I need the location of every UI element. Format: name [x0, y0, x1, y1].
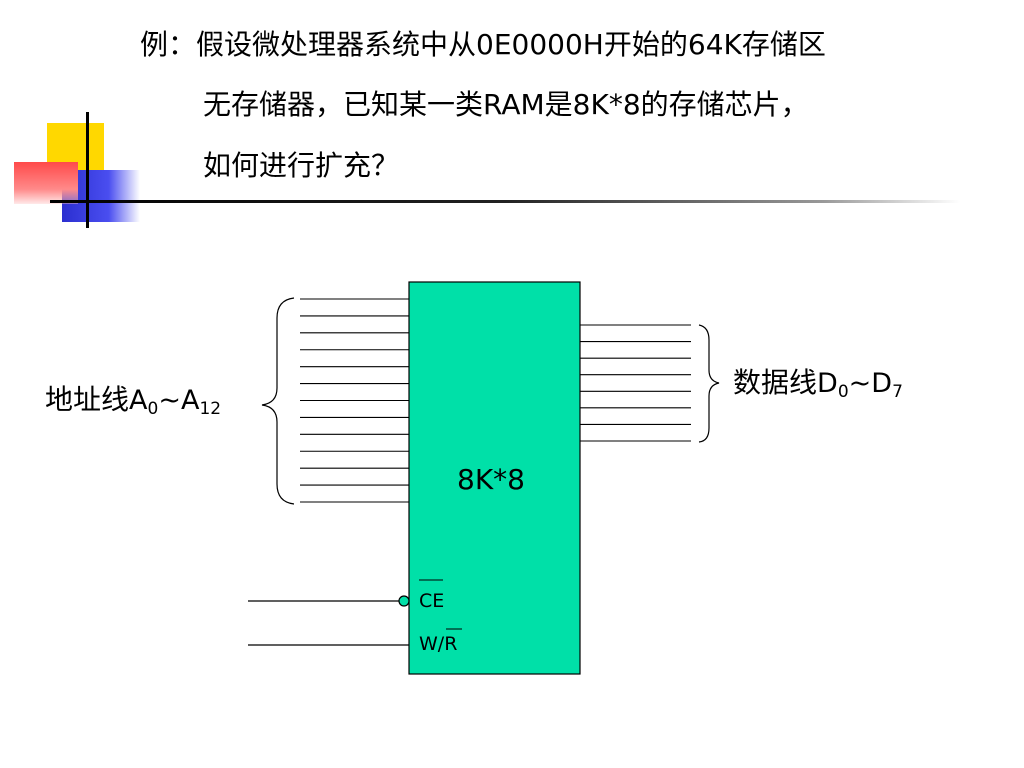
question-line2-segment: 的存储芯片，: [640, 88, 809, 121]
data-lines-label: 数据线D0~D7: [733, 366, 903, 401]
decor-horizontal-line: [50, 200, 960, 203]
wr-pin-label: W/R: [419, 633, 458, 655]
question-line-2: 无存储器，已知某一类RAM是8K*8的存储芯片，: [203, 87, 809, 123]
question-line-1: 例：假设微处理器系统中从0E0000H开始的64K存储区: [140, 27, 826, 63]
address-lines-label: 地址线A0~A12: [45, 383, 221, 418]
question-line-3: 如何进行扩充？: [203, 148, 399, 184]
address-label-cn: 地址线: [45, 383, 130, 416]
chip-label: 8K*8: [457, 463, 525, 496]
data-brace: [698, 324, 720, 443]
ce-inversion-bubble: [398, 595, 410, 607]
data-lines-group: [580, 324, 691, 442]
data-label-d0: D0~D7: [817, 368, 903, 402]
address-brace: [261, 297, 295, 505]
memory-chip-body: [408, 281, 581, 675]
question-line1-segment: 64K: [687, 28, 742, 61]
address-label-a0: A0~A12: [129, 385, 222, 419]
data-label-cn: 数据线: [733, 366, 818, 399]
question-line1-segment: 0E0000H: [476, 28, 604, 61]
question-line1-segment: 开始的: [603, 28, 688, 61]
ce-pin-label: CE: [419, 590, 445, 612]
question-line2-segment: RAM: [483, 88, 545, 121]
question-line2-segment: 是: [544, 88, 573, 121]
question-line-3-text: 如何进行扩充？: [203, 149, 400, 182]
question-prefix: 例：: [140, 28, 197, 61]
question-line2-segment: 无存储器，已知某一类: [203, 88, 484, 121]
decor-vertical-line: [86, 112, 89, 228]
question-line1-segment: 存储区: [741, 28, 826, 61]
decor-red-square: [14, 162, 78, 204]
address-lines-group: [300, 298, 409, 503]
question-line2-segment: 8K*8: [572, 88, 641, 121]
question-line1-segment: 假设微处理器系统中从: [196, 28, 477, 61]
